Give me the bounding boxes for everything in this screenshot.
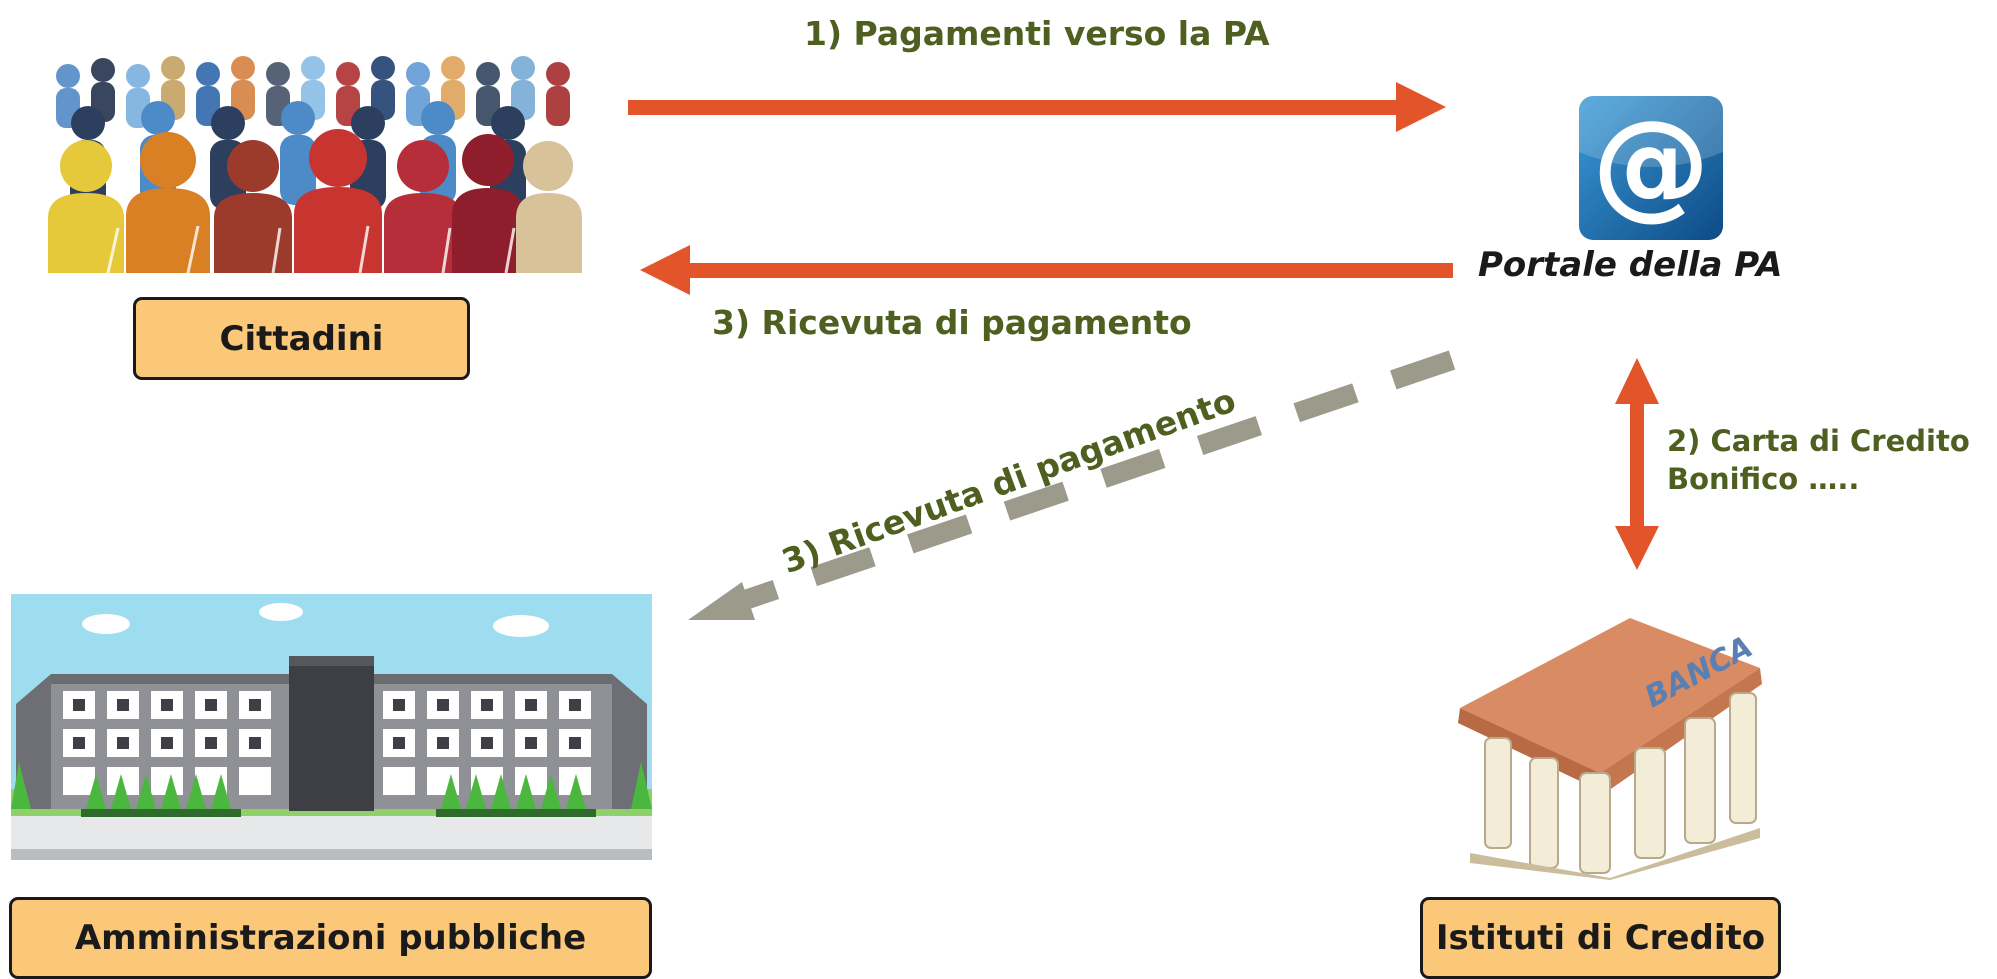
building-icon xyxy=(11,594,652,860)
bank-icon: BANCA xyxy=(1458,618,1762,880)
cloud-icon xyxy=(82,603,549,637)
svg-text:@: @ xyxy=(1592,94,1710,232)
label-ricevuta-cittadini: 3) Ricevuta di pagamento xyxy=(712,303,1192,342)
crowd-illustration xyxy=(48,48,582,273)
arrow-pagamenti xyxy=(628,82,1446,132)
portal-label: Portale della PA xyxy=(1478,245,1783,285)
label-carta-line2: Bonifico ….. xyxy=(1667,462,1860,496)
arrow-ricevuta-cittadini xyxy=(640,245,1453,295)
istituti-box: Istituti di Credito xyxy=(1420,897,1781,979)
portal-illustration: @ xyxy=(1575,92,1727,244)
label-pagamenti: 1) Pagamenti verso la PA xyxy=(804,14,1270,53)
label-carta-credito: 2) Carta di Credito Bonifico ….. xyxy=(1667,422,1970,498)
building-illustration xyxy=(11,594,652,860)
bank-illustration: BANCA xyxy=(1440,598,1770,880)
arrow-carta-credito xyxy=(1615,358,1659,570)
arrow-ricevuta-pa xyxy=(688,350,1456,620)
label-carta-line1: 2) Carta di Credito xyxy=(1667,424,1970,458)
crowd-icon xyxy=(48,56,582,273)
cittadini-box: Cittadini xyxy=(133,297,470,380)
amministrazioni-box: Amministrazioni pubbliche xyxy=(9,897,652,979)
at-sign-icon: @ xyxy=(1579,94,1723,240)
